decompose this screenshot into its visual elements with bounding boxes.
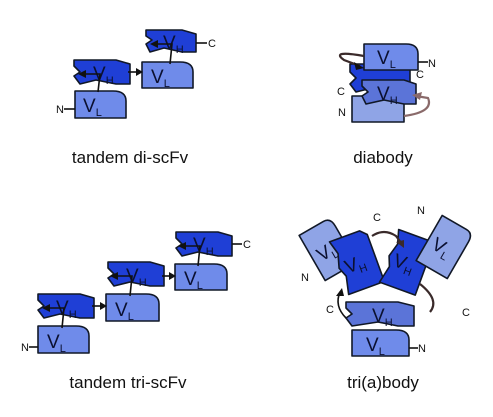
c-terminus-label: C bbox=[326, 304, 334, 316]
vh-domain: VH bbox=[328, 230, 386, 296]
panel-diabody: N C VH VL N C diabody bbox=[337, 43, 436, 167]
caption-triabody: tri(a)body bbox=[347, 373, 419, 392]
c-terminus-label: C bbox=[416, 69, 424, 81]
vl-domain-shape bbox=[105, 293, 160, 322]
vh-domain: VH bbox=[345, 301, 415, 329]
vl-domain: VL bbox=[351, 329, 410, 358]
arrowhead bbox=[169, 272, 176, 280]
n-terminus-label: N bbox=[56, 104, 64, 116]
linker-arrow bbox=[82, 73, 101, 93]
linker-arrow bbox=[114, 275, 133, 297]
arrowhead bbox=[78, 70, 86, 78]
arrowhead bbox=[150, 40, 158, 48]
c-terminus-label: C bbox=[373, 212, 381, 224]
vl-label: VL bbox=[377, 48, 396, 71]
vh-label: VH bbox=[390, 250, 417, 279]
panel-triabody: VL N VH VH VL N C C VH C VL bbox=[298, 205, 472, 392]
arrowhead bbox=[100, 302, 107, 310]
arrowhead bbox=[412, 92, 422, 100]
arrowhead bbox=[42, 304, 50, 312]
vl-label: VL bbox=[83, 96, 102, 119]
vh-domain-shape bbox=[73, 59, 131, 85]
caption-tandem-tri-scfv: tandem tri-scFv bbox=[69, 373, 187, 392]
arrowhead bbox=[136, 68, 143, 76]
n-terminus-label: N bbox=[417, 205, 425, 217]
vh-domain-shape bbox=[361, 79, 417, 105]
vh-domain-shape bbox=[107, 261, 165, 287]
n-terminus-label: N bbox=[338, 107, 346, 119]
vh-domain: VH bbox=[361, 79, 417, 107]
vl-domain-shape bbox=[363, 43, 419, 71]
n-terminus-label: N bbox=[21, 342, 29, 354]
linker-arrow bbox=[403, 94, 431, 118]
caption-diabody: diabody bbox=[353, 148, 413, 167]
vl-domain-shape bbox=[74, 90, 127, 119]
vl-domain: VL bbox=[105, 293, 160, 323]
vh-label: VH bbox=[372, 306, 393, 329]
vh-domain-shape bbox=[145, 29, 197, 53]
vh-domain-shape bbox=[328, 230, 386, 296]
linker-arrow bbox=[154, 43, 173, 65]
vl-label: VL bbox=[151, 67, 170, 90]
n-terminus-label: N bbox=[418, 343, 426, 355]
vl-label: VL bbox=[366, 335, 385, 358]
vl-domain-shape bbox=[141, 61, 194, 89]
vl-domain: VL bbox=[74, 90, 127, 119]
n-terminus-label: N bbox=[428, 58, 436, 70]
vl-label: VL bbox=[184, 269, 203, 292]
vh-domain-shape bbox=[345, 301, 415, 327]
vh-domain: VH bbox=[145, 29, 197, 56]
arrowhead bbox=[336, 288, 344, 296]
linker-arrow bbox=[371, 230, 403, 245]
n-terminus-label: N bbox=[301, 272, 309, 284]
arrowhead bbox=[110, 272, 118, 280]
vh-domain: VH bbox=[73, 59, 131, 87]
vh-domain: VH bbox=[378, 228, 434, 296]
vl-domain-shape bbox=[174, 263, 228, 291]
linker-arrow bbox=[182, 245, 201, 267]
vl-domain: VL bbox=[141, 61, 194, 90]
panel-tandem-tri-scfv: VH C VL VH VL VH VL N bbox=[21, 231, 251, 392]
arrowhead bbox=[354, 62, 364, 70]
vl-domain: VL bbox=[363, 43, 419, 71]
c-terminus-label: C bbox=[208, 38, 216, 50]
vl-domain: VL bbox=[174, 263, 228, 292]
vl-domain: VL bbox=[415, 214, 472, 280]
c-terminus-label: C bbox=[337, 86, 345, 98]
panel-tandem-di-scfv: VH C VL VH VL N tandem di-scFv bbox=[56, 29, 216, 167]
c-terminus-label: C bbox=[243, 239, 251, 251]
caption-tandem-di-scfv: tandem di-scFv bbox=[72, 148, 189, 167]
vh-domain-shape bbox=[175, 231, 233, 257]
vh-label: VH bbox=[377, 84, 398, 107]
linker-arrow bbox=[338, 52, 365, 68]
vh-domain-shape bbox=[37, 293, 95, 319]
vl-domain: VL bbox=[37, 325, 90, 355]
vl-domain-shape bbox=[37, 325, 90, 354]
vl-label: VL bbox=[115, 300, 134, 323]
vl-label: VL bbox=[47, 332, 66, 355]
arrowhead bbox=[178, 242, 186, 250]
arrowhead bbox=[396, 240, 404, 248]
linker-arrow bbox=[419, 283, 435, 313]
vl-domain-shape bbox=[415, 214, 472, 280]
vl-domain-shape bbox=[351, 329, 410, 357]
c-terminus-label: C bbox=[462, 307, 470, 319]
linker-arrow bbox=[46, 307, 65, 329]
